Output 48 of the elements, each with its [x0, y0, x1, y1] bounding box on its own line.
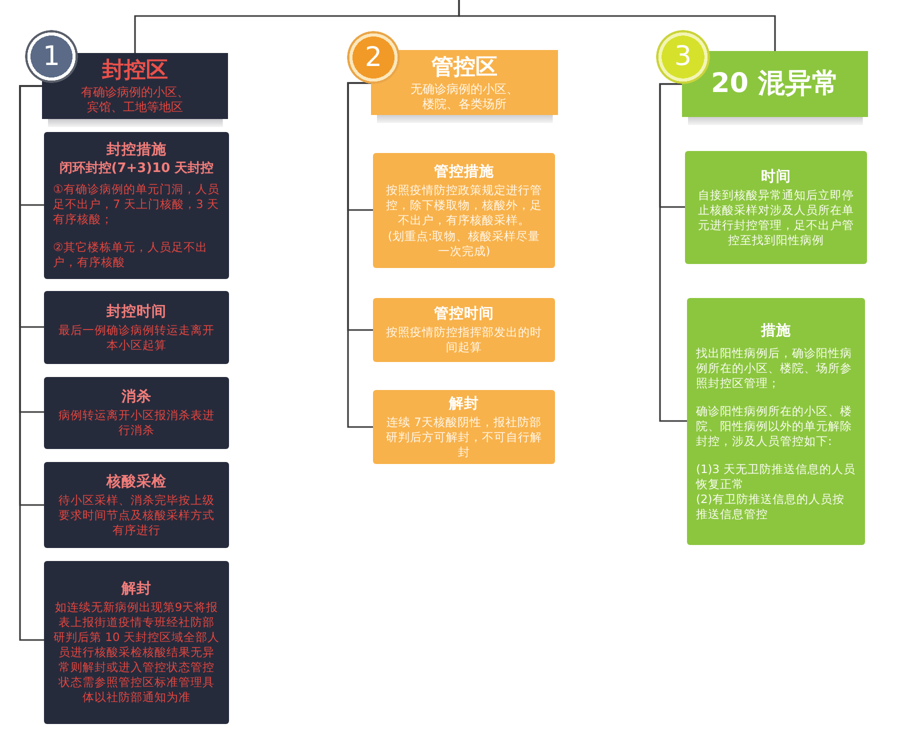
header-title: 封控区 — [100, 57, 169, 85]
card-text: 自接到核酸异常通知后立即停止核酸采样对涉及人员所在单元进行封控管理，足不出户管控至找到阳性病例 — [697, 188, 855, 248]
card-text: 连续 7天核酸阴性，报社防部研判后方可解封，不可自行解封 — [385, 414, 543, 460]
header-subtitle: 无确诊病例的小区、楼院、各类场所 — [410, 82, 520, 112]
card-subtitle: 闭环封控(7+3)10 天封控 — [58, 160, 215, 177]
card-text: ②其它楼栋单元，人员足不出户，有序核酸 — [53, 240, 208, 270]
connector-line — [659, 83, 687, 422]
header-title: 20 混异常 — [710, 67, 840, 101]
card-title: 解封 — [120, 580, 152, 599]
number-circle: 3 — [656, 30, 710, 84]
card-title: 消杀 — [120, 388, 152, 407]
card-text: 最后一例确诊病例转运走离开本小区起算 — [58, 322, 216, 352]
number-circle: 2 — [347, 31, 400, 84]
header-subtitle: 有确诊病例的小区、宾馆、工地等地区 — [80, 85, 190, 115]
number-circle: 1 — [25, 30, 78, 83]
card-text: (2)有卫防推送信息的人员按推送信息管控 — [696, 492, 846, 522]
info-card — [44, 561, 229, 724]
info-card — [373, 390, 555, 464]
card-text: 确诊阳性病例所在的小区、楼院、阳性病例以外的单元解除封控，涉及人员管控如下: — [696, 404, 853, 448]
info-card — [373, 298, 555, 362]
card-title: 管控时间 — [433, 305, 495, 324]
card-text: 按照疫情防控指挥部发出的时间起算 — [385, 325, 543, 355]
info-card — [44, 132, 229, 279]
info-card — [373, 153, 555, 268]
card-title: 时间 — [760, 168, 792, 186]
card-text: (1)3 天无卫防推送信息的人员恢复正常 — [696, 462, 856, 492]
info-card — [687, 298, 865, 545]
card-text: 找出阳性病例后，确诊阳性病例所在的小区、楼院、场所参照封控区管理； — [696, 346, 853, 390]
card-title: 核酸采检 — [105, 472, 168, 492]
info-card — [44, 377, 229, 449]
connector-line — [458, 0, 776, 51]
info-card — [44, 462, 229, 548]
connector-line — [19, 85, 44, 641]
connector-line — [347, 82, 373, 428]
card-title: 封控时间 — [106, 302, 168, 322]
card-title: 解封 — [448, 394, 480, 414]
card-title: 管控措施 — [433, 162, 495, 182]
card-text: (划重点:取物、核酸采样尽量一次完成) — [386, 228, 542, 258]
info-card — [44, 291, 229, 364]
card-text: 待小区采样、消杀完毕按上级要求时间节点及核酸采样方式有序进行 — [58, 492, 216, 538]
info-card — [685, 151, 867, 264]
card-text: 按照疫情防控政策规定进行管控，除下楼取物，核酸外，足不出户，有序核酸采样。 — [385, 182, 543, 228]
card-title: 封控措施 — [106, 141, 168, 160]
card-text: ①有确诊病例的单元门洞，人员足不出户，7 天上门核酸，3 天有序核酸； — [53, 182, 220, 227]
header-title: 管控区 — [430, 54, 498, 82]
card-title: 措施 — [760, 322, 792, 340]
card-text: 病例转运离开小区报消杀表进行消杀 — [58, 408, 216, 438]
card-text: 如连续无新病例出现第9天将报表上报街道疫情专班经社防部研判后第 10 天封控区域全部人员进行核酸采检核酸结果无异常则解封或进入管控状态管控状态需参照管控区标准管理具体以社防部通知为准 — [53, 600, 220, 705]
